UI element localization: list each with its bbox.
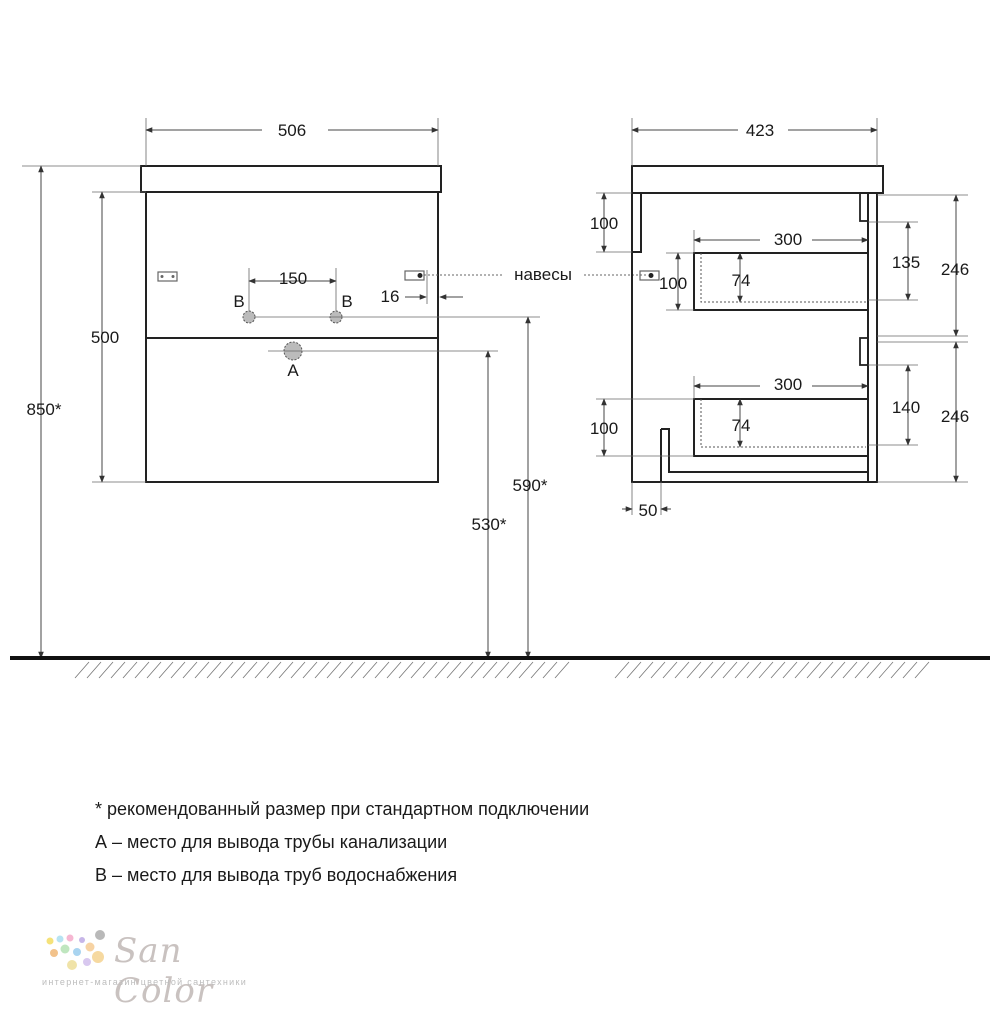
water-outlet-left-icon <box>242 310 256 324</box>
front-total-height-label: 850* <box>27 400 62 419</box>
side-depth-label: 423 <box>746 121 774 140</box>
notes-block: * рекомендованный размер при стандартном… <box>95 793 589 892</box>
label-b-right: B <box>341 292 352 311</box>
logo-tagline: интернет-магазин цветной сантехники <box>42 977 248 987</box>
drawer2-front-label: 100 <box>590 419 618 438</box>
drawer1-front-label: 100 <box>659 274 687 293</box>
logo-name: San Color <box>114 931 214 1011</box>
floor-line <box>10 656 990 679</box>
upper-drawer-box <box>693 252 869 311</box>
note-b: В – место для вывода труб водоснабжения <box>95 865 458 885</box>
lower-section-label: 246 <box>941 407 969 426</box>
hanger-label: навесы <box>514 265 572 284</box>
drawer1-width-label: 300 <box>774 230 802 249</box>
left-hanger-icon <box>157 271 178 282</box>
drawer1-inner-label: 74 <box>732 271 751 290</box>
front-height-label: 500 <box>91 328 119 347</box>
label-b-left: B <box>233 292 244 311</box>
offset-16-label: 16 <box>381 287 400 306</box>
side-cabinet-body <box>631 193 878 483</box>
hanger-callout: навесы <box>424 265 648 284</box>
height-590-label: 590* <box>513 476 548 495</box>
drawer2-inner-label: 74 <box>732 416 751 435</box>
front-countertop <box>140 165 442 193</box>
sancolor-logo: San Color интернет-магазин цветной санте… <box>42 925 292 1011</box>
note-recommended: * рекомендованный размер при стандартном… <box>95 799 590 819</box>
drawer1-height-label: 135 <box>892 253 920 272</box>
color-dots-icon <box>46 930 105 970</box>
drawer2-height-label: 140 <box>892 398 920 417</box>
height-530-label: 530* <box>472 515 507 534</box>
note-a: А – место для вывода трубы канализации <box>95 832 448 852</box>
upper-section-label: 246 <box>941 260 969 279</box>
lower-drawer-box <box>693 398 869 457</box>
side-countertop <box>631 165 884 194</box>
front-view: 506 850* 500 150 16 B B A 530* 590* <box>22 118 548 659</box>
drawer2-width-label: 300 <box>774 375 802 394</box>
pipe-spacing-label: 150 <box>279 269 307 288</box>
right-hanger-icon <box>404 270 425 281</box>
side-view: 423 100 300 100 74 135 246 300 100 74 14… <box>590 118 969 520</box>
top-hanger-label: 100 <box>590 214 618 233</box>
label-a: A <box>287 361 299 380</box>
side-hanger-icon <box>639 270 660 281</box>
front-width-label: 506 <box>278 121 306 140</box>
back-offset-label: 50 <box>639 501 658 520</box>
